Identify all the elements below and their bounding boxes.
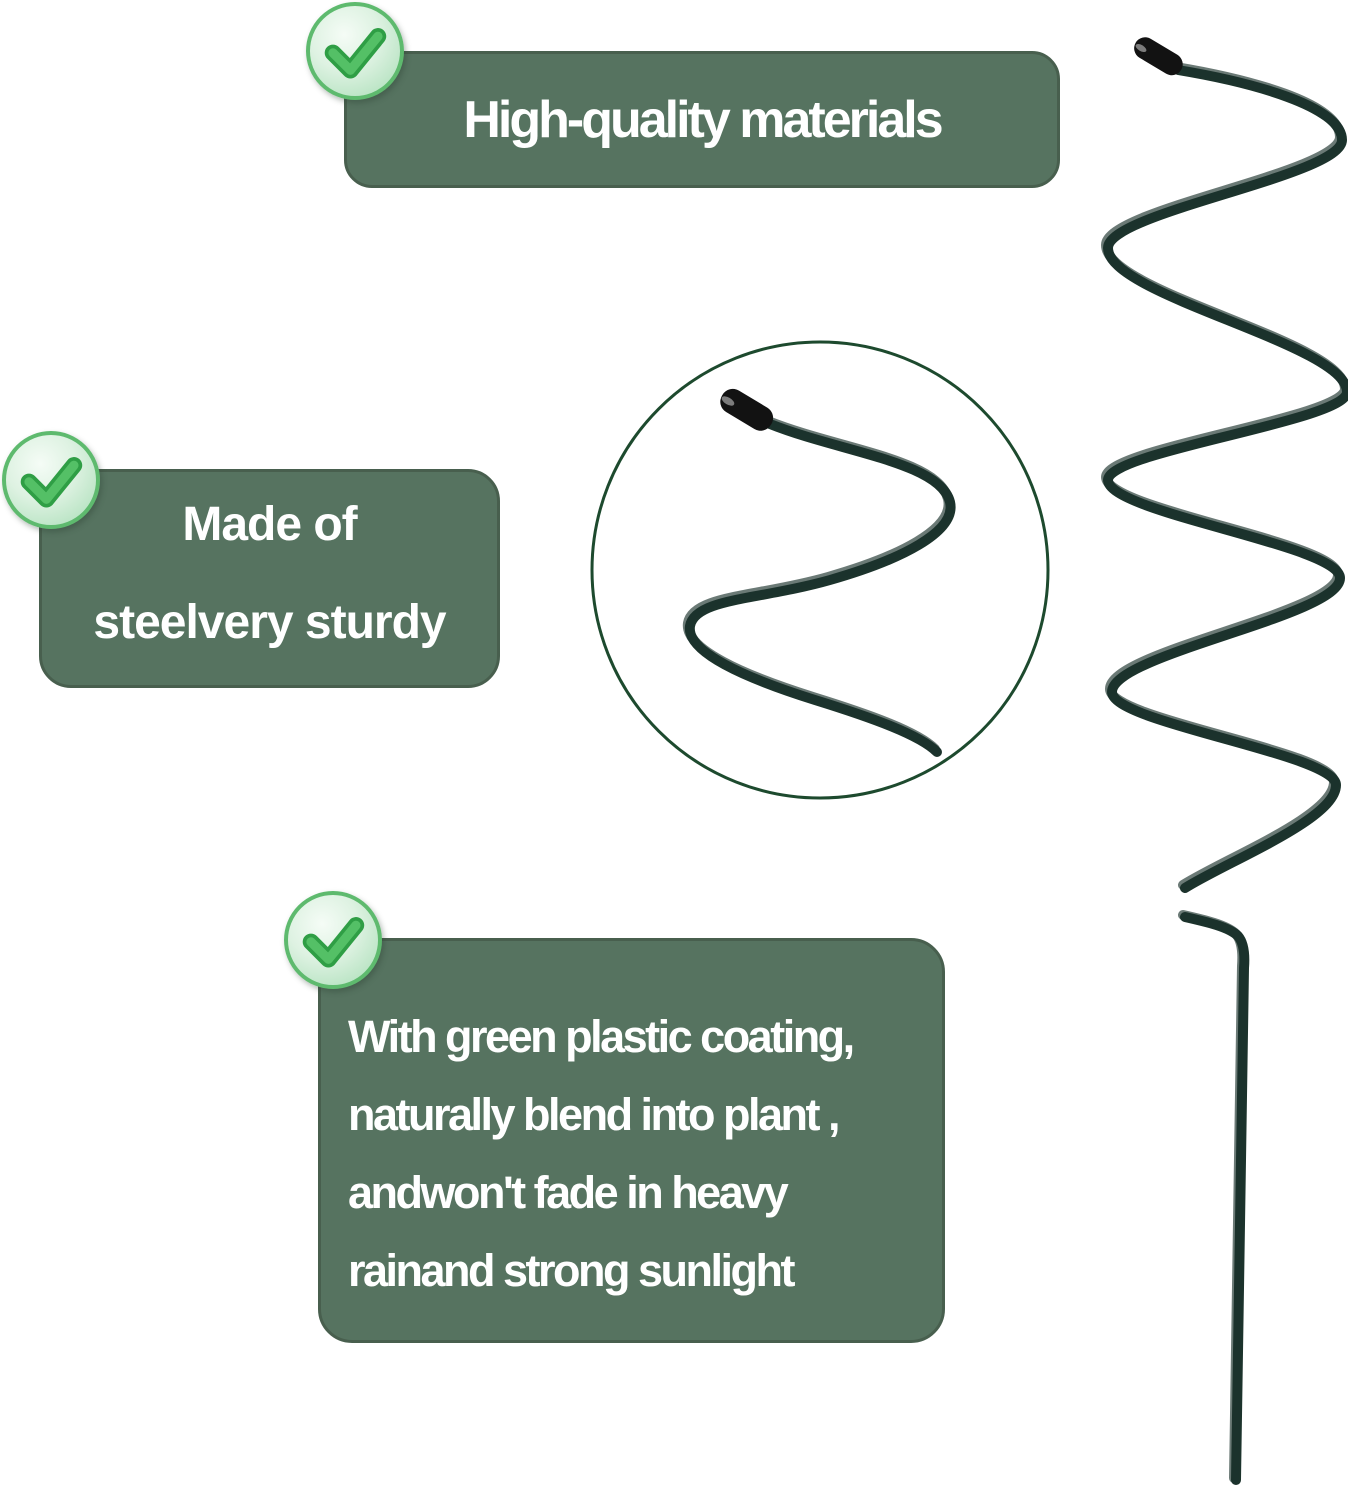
callout-text: High-quality materials [463,90,943,149]
magnifier-ring [590,340,1050,800]
callout-text: steelvery sturdy [93,596,446,649]
callout-green-plastic-coating: With green plastic coating, naturally bl… [318,938,945,1343]
callout-text: Made of [182,498,357,551]
spiral-stake-photo [1106,37,1348,1485]
callout-text: rainand strong sunlight [348,1245,796,1296]
callout-high-quality-materials: High-quality materials [344,51,1060,188]
check-icon [306,2,404,100]
stake-tip-cap-zoomed [720,388,774,431]
callout-text: andwon't fade in heavy [348,1167,789,1218]
detail-zoom-circle [590,340,1050,800]
callout-made-of-steel: Made of steelvery sturdy [39,469,500,688]
check-icon [284,891,382,989]
stake-tip-cap [1134,37,1183,76]
callout-text: With green plastic coating, [348,1011,855,1062]
callout-text: naturally blend into plant , [348,1089,841,1140]
check-icon [2,431,100,529]
